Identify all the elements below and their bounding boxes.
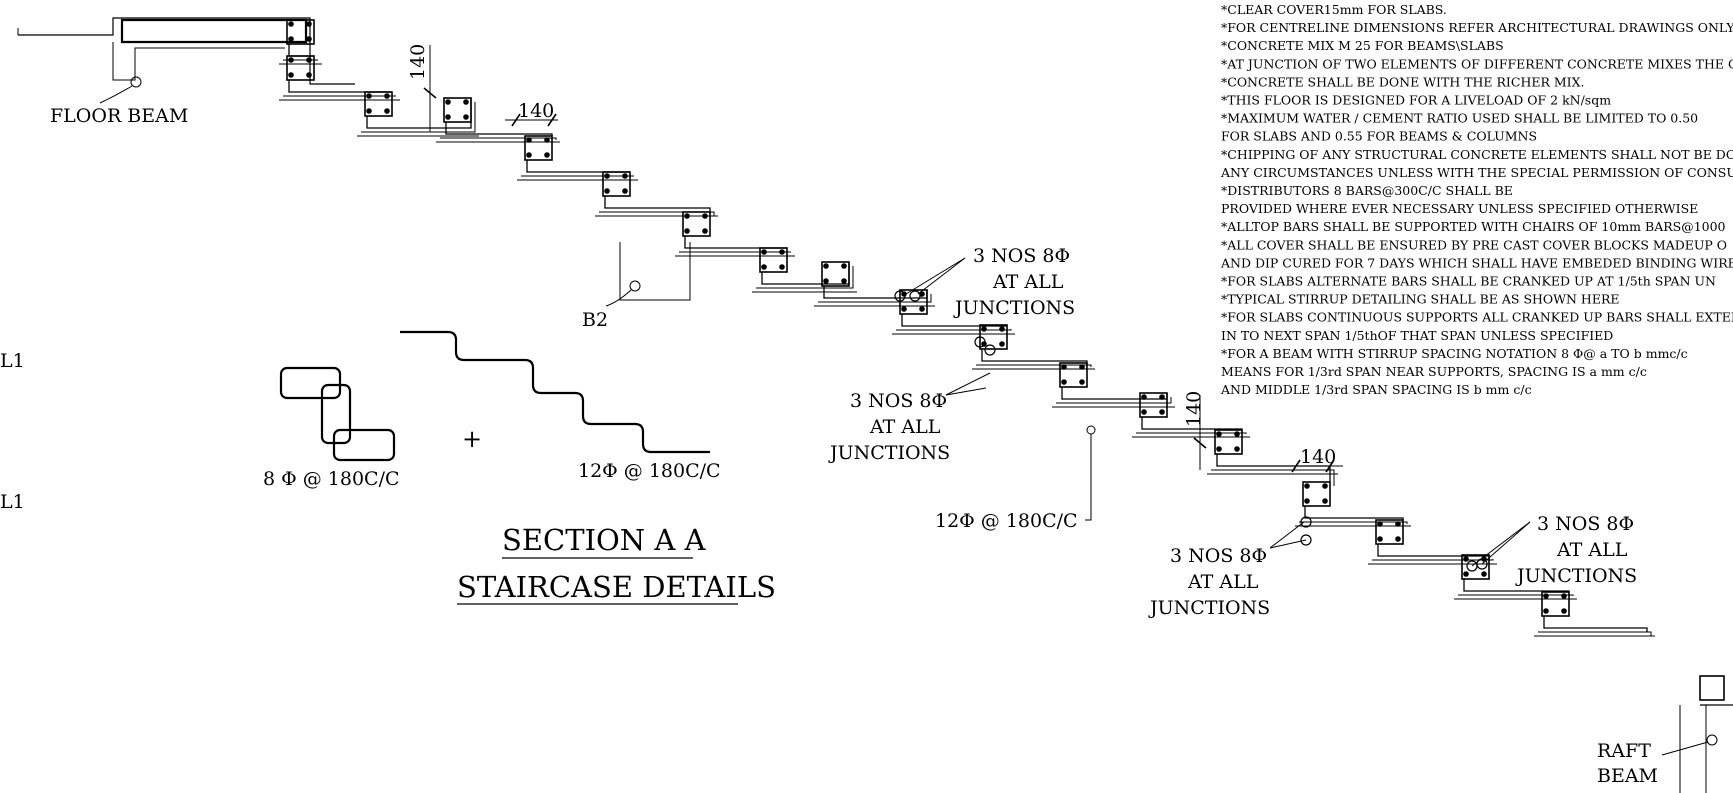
raft-beam-label-2: BEAM: [1597, 765, 1658, 787]
note-line: AND DIP CURED FOR 7 DAYS WHICH SHALL HAV…: [1220, 255, 1733, 270]
dim-140-horizontal-upper: 140: [518, 100, 554, 122]
junction-c-line-2: AT ALL: [1187, 571, 1259, 593]
note-line: MEANS FOR 1/3rd SPAN NEAR SUPPORTS, SPAC…: [1221, 364, 1647, 379]
title-staircase-details: STAIRCASE DETAILS: [457, 570, 776, 604]
typical-stirrup-detail: 8 Φ @ 180C/C: [263, 366, 400, 490]
note-line: *FOR A BEAM WITH STIRRUP SPACING NOTATIO…: [1221, 346, 1688, 361]
note-line: *FOR SLABS CONTINUOUS SUPPORTS ALL CRANK…: [1221, 310, 1733, 325]
title-section: SECTION A A: [502, 523, 707, 557]
junction-b-line-3: JUNCTIONS: [828, 442, 950, 464]
floor-landing: [17, 17, 355, 85]
main-bar-callout-label: 12Φ @ 180C/C: [935, 510, 1078, 532]
dimension-140-lower-horizontal: 140: [1288, 446, 1343, 473]
note-line: *FOR SLABS ALTERNATE BARS SHALL BE CRANK…: [1221, 274, 1716, 289]
junction-callout-d: 3 NOS 8Φ AT ALL JUNCTIONS: [1471, 513, 1637, 587]
junction-b-line-2: AT ALL: [869, 416, 941, 438]
note-line: *CHIPPING OF ANY STRUCTURAL CONCRETE ELE…: [1221, 147, 1733, 162]
note-line: *CONCRETE MIX M 25 FOR BEAMS\SLABS: [1221, 38, 1504, 53]
junction-a-line-1: 3 NOS 8Φ: [973, 245, 1070, 267]
note-line: *FOR CENTRELINE DIMENSIONS REFER ARCHITE…: [1221, 20, 1733, 35]
note-line: *DISTRIBUTORS 8 BARS@300C/C SHALL BE: [1221, 183, 1513, 198]
note-line: *CLEAR COVER15mm FOR SLABS.: [1221, 2, 1447, 17]
junction-d-line-3: JUNCTIONS: [1515, 565, 1637, 587]
note-line: *ALLTOP BARS SHALL BE SUPPORTED WITH CHA…: [1221, 219, 1726, 234]
l1-label-bottom: L1: [0, 491, 25, 513]
junction-d-line-1: 3 NOS 8Φ: [1537, 513, 1634, 535]
dimension-140-upper-vertical: 140: [407, 44, 437, 132]
note-line: AND MIDDLE 1/3rd SPAN SPACING IS b mm c/…: [1220, 382, 1532, 397]
note-line: *AT JUNCTION OF TWO ELEMENTS OF DIFFEREN…: [1221, 56, 1733, 71]
note-line: *ALL COVER SHALL BE ENSURED BY PRE CAST …: [1221, 237, 1727, 252]
floor-beam-label: FLOOR BEAM: [50, 105, 188, 127]
junction-a-line-2: AT ALL: [992, 271, 1064, 293]
raft-beam-label-1: RAFT: [1597, 740, 1651, 762]
note-line: ANY CIRCUMSTANCES UNLESS WITH THE SPECIA…: [1220, 165, 1733, 180]
b2-beam: B2: [582, 242, 691, 331]
stair-flight: [279, 19, 1733, 706]
note-line: FOR SLABS AND 0.55 FOR BEAMS & COLUMNS: [1221, 129, 1537, 144]
junction-a-line-3: JUNCTIONS: [953, 297, 1075, 319]
dimension-140-lower-vertical: 140: [1183, 391, 1207, 470]
general-notes: *CLEAR COVER15mm FOR SLABS. *FOR CENTRELI…: [1220, 2, 1733, 397]
stirrup-spec-label: 8 Φ @ 180C/C: [263, 468, 400, 490]
note-line: *TYPICAL STIRRUP DETAILING SHALL BE AS S…: [1221, 292, 1619, 307]
junction-callout-c: 3 NOS 8Φ AT ALL JUNCTIONS: [1148, 521, 1307, 619]
main-bar-callout: 12Φ @ 180C/C: [935, 425, 1096, 532]
dimension-140-upper-horizontal: 140: [505, 100, 558, 127]
main-bar-spec-label: 12Φ @ 180C/C: [578, 460, 721, 482]
plus-sign: +: [462, 425, 482, 453]
floor-beam-leader: FLOOR BEAM: [50, 76, 188, 127]
junction-callout-a: 3 NOS 8Φ AT ALL JUNCTIONS: [905, 245, 1075, 319]
note-line: *CONCRETE SHALL BE DONE WITH THE RICHER …: [1221, 74, 1584, 89]
junction-b-line-1: 3 NOS 8Φ: [850, 390, 947, 412]
typical-main-bar-detail: 12Φ @ 180C/C: [400, 330, 721, 482]
note-line: *THIS FLOOR IS DESIGNED FOR A LIVELOAD O…: [1221, 93, 1611, 108]
b2-label: B2: [582, 309, 608, 331]
note-line: *MAXIMUM WATER / CEMENT RATIO USED SHALL…: [1221, 111, 1698, 126]
junction-c-line-3: JUNCTIONS: [1148, 597, 1270, 619]
dim-140-vertical-upper: 140: [407, 44, 429, 80]
note-line: IN TO NEXT SPAN 1/5thOF THAT SPAN UNLESS…: [1221, 328, 1613, 343]
dim-140-horizontal-lower: 140: [1300, 446, 1336, 468]
junction-c-line-1: 3 NOS 8Φ: [1170, 545, 1267, 567]
l1-label-top: L1: [0, 350, 25, 372]
dim-140-vertical-lower: 140: [1183, 391, 1205, 427]
raft-beam: RAFT BEAM: [1597, 705, 1718, 793]
junction-callout-b: 3 NOS 8Φ AT ALL JUNCTIONS: [828, 372, 991, 464]
note-line: PROVIDED WHERE EVER NECESSARY UNLESS SPE…: [1221, 201, 1698, 216]
drawing-title: SECTION A A STAIRCASE DETAILS: [457, 523, 776, 605]
junction-d-line-2: AT ALL: [1556, 539, 1628, 561]
